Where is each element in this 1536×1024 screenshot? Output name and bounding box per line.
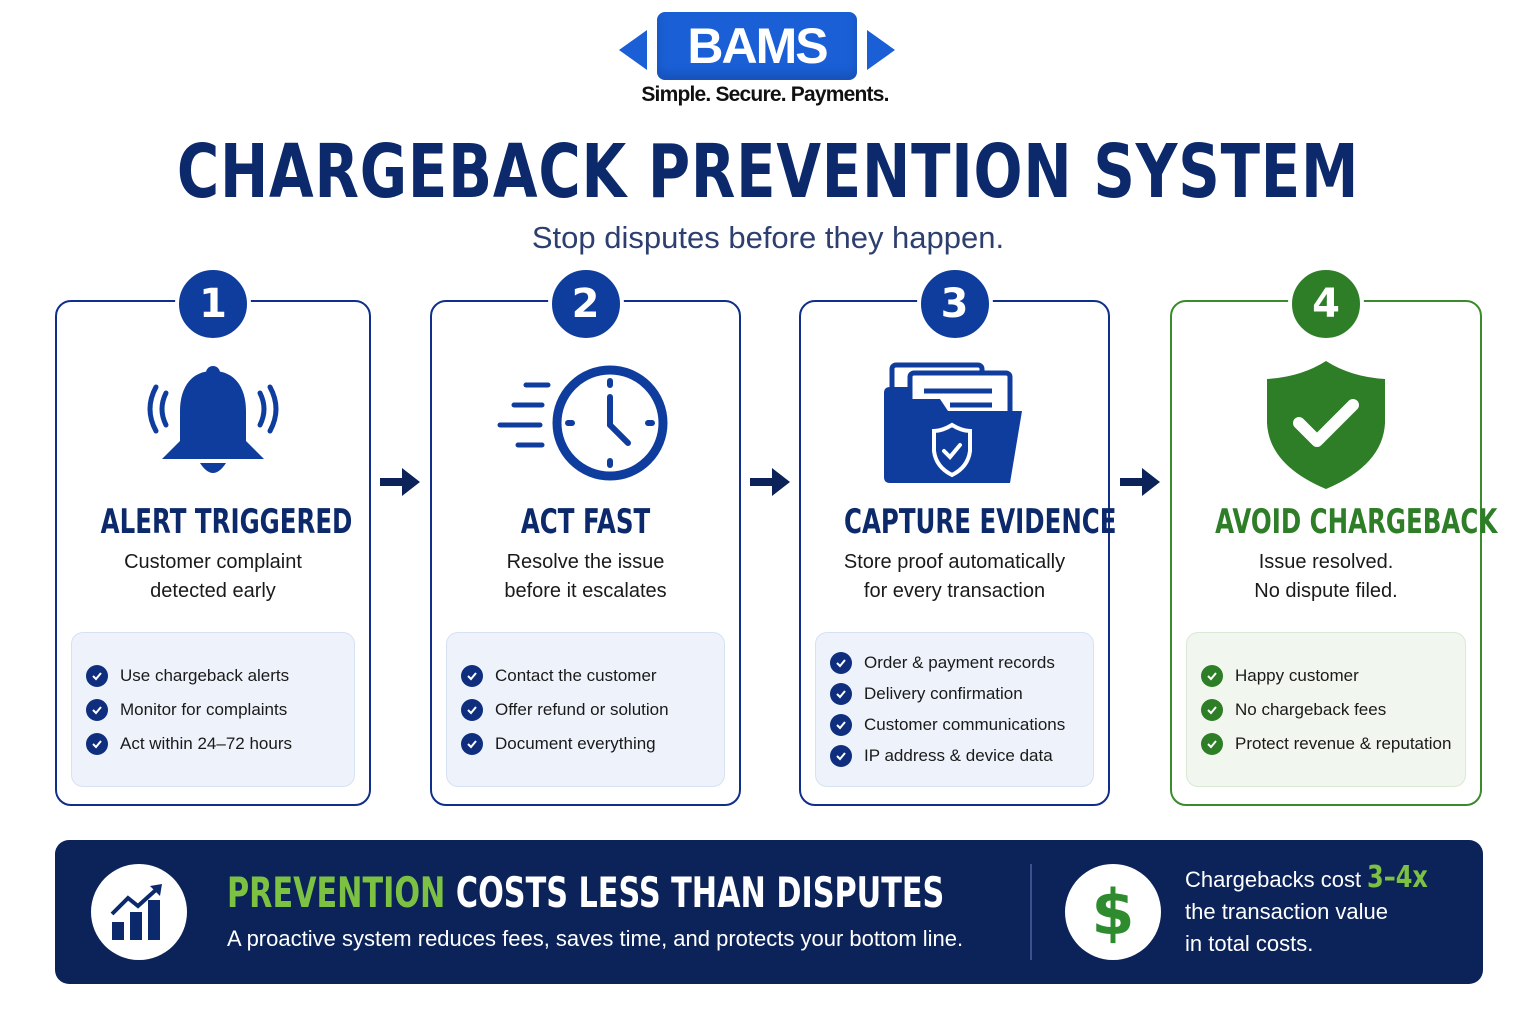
secure-folder-icon: [883, 362, 1022, 483]
step-title: AVOID CHARGEBACK: [1215, 502, 1498, 542]
list-item: Act within 24–72 hours: [86, 732, 340, 755]
bams-logo: BAMS Simple. Secure. Payments.: [615, 10, 915, 110]
logo-right-arrow-icon: [867, 30, 895, 70]
arrow-right-icon: [380, 468, 420, 496]
bell-ringing-icon: [147, 366, 279, 473]
step-number-badge: 2: [547, 266, 624, 342]
logo-box: BAMS: [657, 12, 857, 80]
list-item: Customer communications: [830, 714, 1079, 736]
shield-check-icon: [1267, 361, 1385, 489]
logo-text: BAMS: [687, 18, 828, 74]
dollar-icon: $: [1065, 864, 1161, 960]
list-item: Protect revenue & reputation: [1201, 732, 1451, 755]
banner-icon-circle: [91, 864, 187, 960]
banner-subtext: A proactive system reduces fees, saves t…: [227, 926, 964, 951]
check-circle-icon: [1201, 732, 1223, 755]
growth-chart-icon: [110, 884, 162, 940]
check-circle-icon: [86, 698, 108, 721]
prevention-banner: PREVENTION COSTS LESS THAN DISPUTES A pr…: [55, 840, 1483, 984]
step-title: CAPTURE EVIDENCE: [843, 502, 1117, 542]
step-checklist: Order & payment records Delivery confirm…: [815, 632, 1094, 787]
check-circle-icon: [830, 714, 852, 736]
arrow-right-icon: [1120, 468, 1160, 496]
list-item: IP address & device data: [830, 745, 1079, 767]
check-circle-icon: [461, 698, 483, 721]
step-checklist: Contact the customer Offer refund or sol…: [446, 632, 725, 787]
step-card-3: 3 CAPTURE EVIDENCE Store proof automatic…: [799, 266, 1117, 806]
list-item: Offer refund or solution: [461, 698, 710, 721]
fast-clock-icon: [497, 365, 667, 481]
step-card-4: 4 AVOID CHARGEBACK Issue resolved.No dis…: [1170, 266, 1498, 806]
list-item: Happy customer: [1201, 664, 1451, 687]
list-item: Monitor for complaints: [86, 698, 340, 721]
banner-headline: PREVENTION COSTS LESS THAN DISPUTES: [227, 868, 945, 917]
step-title: ACT FAST: [520, 502, 651, 542]
check-circle-icon: [461, 732, 483, 755]
check-circle-icon: [86, 664, 108, 687]
check-circle-icon: [830, 683, 852, 705]
stat-value: 3–4x: [1367, 860, 1429, 895]
arrow-right-icon: [750, 468, 790, 496]
page-subtitle: Stop disputes before they happen.: [531, 220, 1005, 255]
list-item: Delivery confirmation: [830, 683, 1079, 705]
list-item: No chargeback fees: [1201, 698, 1451, 721]
page-title: CHARGEBACK PREVENTION SYSTEM: [176, 129, 1360, 215]
banner-divider: [1030, 864, 1032, 960]
step-description: Issue resolved.No dispute filed.: [1254, 551, 1398, 602]
logo-left-arrow-icon: [619, 30, 647, 70]
check-circle-icon: [1201, 664, 1223, 687]
list-item: Document everything: [461, 732, 710, 755]
step-number-badge: 1: [175, 266, 251, 342]
check-circle-icon: [1201, 698, 1223, 721]
banner-stat: Chargebacks cost 3–4x the transaction va…: [1185, 860, 1429, 957]
check-circle-icon: [830, 652, 852, 674]
brand-tagline: Simple. Secure. Payments.: [641, 83, 889, 106]
check-circle-icon: [461, 664, 483, 687]
step-checklist: Happy customer No chargeback fees Protec…: [1186, 632, 1466, 787]
step-number-badge: 4: [1288, 266, 1364, 342]
list-item: Order & payment records: [830, 652, 1079, 674]
step-checklist: Use chargeback alerts Monitor for compla…: [71, 632, 355, 787]
check-circle-icon: [830, 745, 852, 767]
check-circle-icon: [86, 732, 108, 755]
step-number-badge: 3: [916, 266, 993, 342]
list-item: Contact the customer: [461, 664, 710, 687]
list-item: Use chargeback alerts: [86, 664, 340, 687]
step-title: ALERT TRIGGERED: [100, 502, 353, 542]
